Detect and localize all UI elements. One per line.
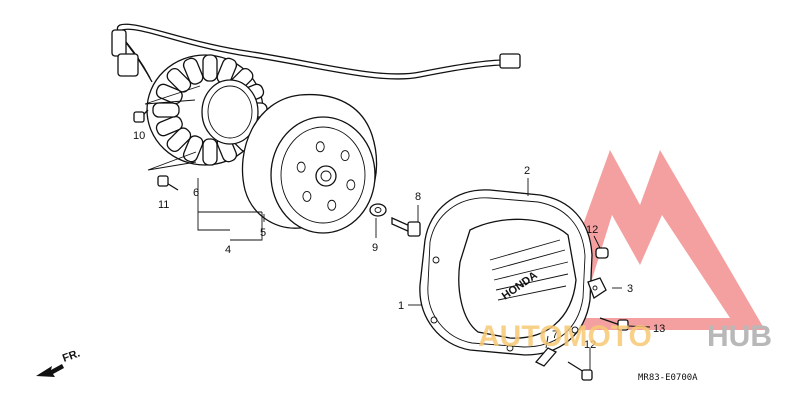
leader-lines: [144, 85, 651, 370]
callout-11: 11: [158, 199, 169, 211]
flywheel-hole: [315, 141, 325, 153]
stator-coil-lobe: [182, 57, 204, 85]
flywheel-bolt: [391, 216, 421, 237]
stator-coil-lobe: [202, 54, 218, 82]
callout-3: 3: [627, 283, 633, 295]
flywheel-hole: [346, 179, 356, 191]
left-crankcase-cover: HONDA: [419, 189, 593, 356]
callout-12-upper: 12: [586, 224, 598, 236]
watermark-text: AUTOMOTO HUB: [478, 320, 772, 353]
flywheel-hole: [296, 161, 306, 173]
flywheel-hole: [340, 150, 350, 162]
callout-labels: 1 2 3 4 5 6 7 8 9 10 11 12 13 12: [133, 130, 665, 351]
watermark-part2: HUB: [707, 320, 772, 353]
stator-coil-lobe: [155, 115, 183, 137]
watermark-part1: AUTOMOTO: [478, 320, 652, 353]
stator-wire-harness: [111, 23, 521, 83]
callout-2: 2: [524, 165, 530, 177]
cover-bolt-12-lower: [567, 361, 593, 381]
callout-10: 10: [133, 130, 145, 142]
stator-coil-lobe: [152, 102, 180, 118]
front-label: FR.: [61, 347, 82, 364]
callout-13: 13: [653, 323, 665, 335]
callout-8: 8: [415, 191, 421, 203]
callout-5: 5: [260, 227, 266, 239]
flywheel-rotor: [241, 93, 378, 234]
front-direction-arrow-icon: FR.: [36, 347, 82, 377]
callout-9: 9: [372, 242, 378, 254]
callout-7: 7: [552, 329, 558, 341]
flywheel-hole: [302, 190, 312, 202]
dowel-pin: [595, 247, 609, 259]
callout-4: 4: [225, 244, 231, 256]
stator-coil-lobe: [166, 127, 192, 153]
stator-coil-lobe: [202, 138, 218, 166]
wire-clamp: [587, 277, 607, 299]
stator-coil-lobe: [155, 83, 183, 105]
watermark-logo-icon: [545, 150, 765, 330]
washer: [369, 203, 387, 217]
callout-12-lower: 12: [584, 339, 596, 351]
diagram-code: MR83-E0700A: [638, 373, 698, 383]
stator-coil: [146, 54, 268, 166]
stator-bolt-10: [133, 109, 149, 123]
flywheel-hole: [327, 199, 337, 211]
cover-bolt-13: [599, 317, 629, 331]
wire-clip-7: [534, 347, 558, 367]
stator-bolt-11: [157, 175, 179, 191]
callout-1: 1: [398, 300, 404, 312]
callout-6: 6: [193, 187, 199, 199]
